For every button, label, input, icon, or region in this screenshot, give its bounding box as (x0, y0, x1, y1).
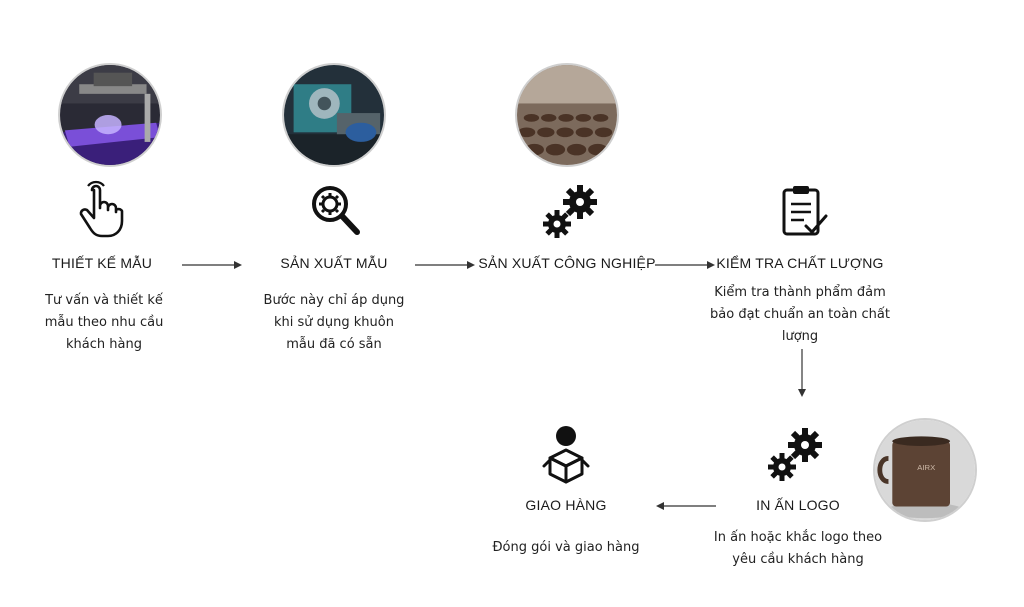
step-title-industrial: SẢN XUẤT CÔNG NGHIỆP (478, 255, 656, 271)
arrow-right-1 (182, 259, 242, 271)
step-title-logo: IN ẤN LOGO (756, 497, 840, 513)
logo-mug-photo: AIRX (873, 418, 977, 522)
3d-printer-photo (58, 63, 162, 167)
arrow-right-2 (415, 259, 475, 271)
pointer-hand-icon (70, 180, 130, 240)
arrow-left (656, 500, 716, 512)
step-title-delivery: GIAO HÀNG (525, 497, 607, 513)
magnifier-gear-icon (305, 180, 365, 240)
step-title-quality: KIỂM TRA CHẤT LƯỢNG (716, 255, 884, 271)
gears-icon (540, 182, 600, 242)
delivery-person-box-icon (536, 424, 596, 484)
gears-icon (765, 425, 825, 485)
machine-photo (282, 63, 386, 167)
step-desc-design: Tư vấn và thiết kế mẫu theo nhu cầu khác… (44, 293, 164, 352)
step-title-sample: SẢN XUẤT MẪU (280, 255, 388, 271)
step-desc-sample: Bước này chỉ áp dụng khi sử dụng khuôn m… (263, 293, 405, 352)
mug-logo-text: AIRX (917, 463, 935, 472)
step-desc-quality: Kiểm tra thành phẩm đảm bảo đạt chuẩn an… (710, 285, 890, 344)
arrow-right-3 (655, 259, 715, 271)
step-desc-logo: In ấn hoặc khắc logo theo yêu cầu khách … (713, 530, 883, 567)
ceramic-cups-photo (515, 63, 619, 167)
step-desc-delivery: Đóng gói và giao hàng (492, 540, 640, 555)
arrow-down (796, 349, 808, 397)
clipboard-check-icon (774, 182, 834, 242)
step-title-design: THIẾT KẾ MẪU (51, 255, 153, 271)
